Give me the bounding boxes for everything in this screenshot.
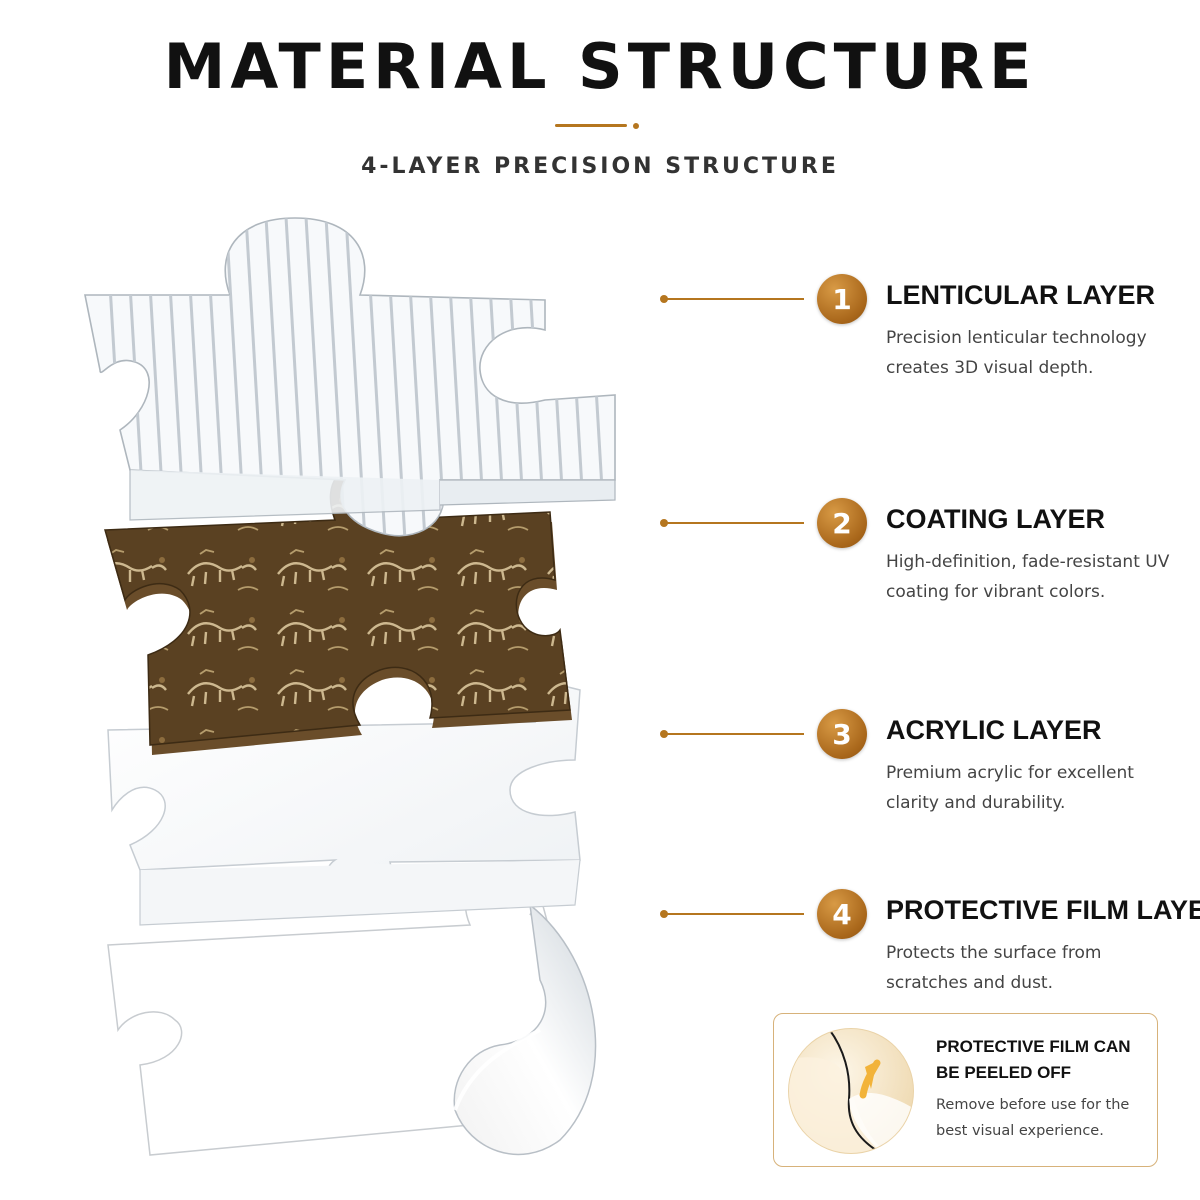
layer-number-badge: 3 [817,709,867,759]
connector-dot [660,519,668,527]
connector-line [666,522,804,524]
layer-number-badge: 2 [817,498,867,548]
layer-number-badge: 4 [817,889,867,939]
layer-description: Premium acrylic for excellent clarity an… [886,763,1134,813]
arrow-up-icon [859,1059,881,1099]
layer-item-protective-film: 4 PROTECTIVE FILM LAYER Protects the sur… [660,889,1200,1014]
page-subtitle: 4-LAYER PRECISION STRUCTURE [361,154,839,179]
layer-description: Precision lenticular technology creates … [886,328,1147,378]
peel-off-title: PROTECTIVE FILM CAN BE PEELED OFF [936,1037,1131,1082]
layer-description: Protects the surface from scratches and … [886,943,1102,993]
layer-item-coating: 2 COATING LAYER High-definition, fade-re… [660,498,1180,623]
layer-item-acrylic: 3 ACRYLIC LAYER Premium acrylic for exce… [660,709,1180,834]
connector-dot [660,730,668,738]
page-title: MATERIAL STRUCTURE [163,30,1037,103]
peel-off-description: Remove before use for the best visual ex… [936,1097,1130,1139]
layer-number-badge: 1 [817,274,867,324]
layer-item-lenticular: 1 LENTICULAR LAYER Precision lenticular … [660,274,1180,399]
layer-description: High-definition, fade-resistant UV coati… [886,552,1170,602]
layer-title: COATING LAYER [886,504,1106,534]
connector-dot [660,910,668,918]
layer-title: LENTICULAR LAYER [886,280,1156,310]
title-divider-dot [633,123,639,129]
connector-line [666,913,804,915]
connector-dot [660,295,668,303]
peel-off-note-card: PROTECTIVE FILM CAN BE PEELED OFF Remove… [773,1013,1158,1167]
layer-title: ACRYLIC LAYER [886,715,1102,745]
title-divider [555,124,627,127]
peel-illustration [788,1028,914,1154]
layer-title: PROTECTIVE FILM LAYER [886,895,1200,925]
lenticular-piece [84,217,616,537]
connector-line [666,733,804,735]
protective-film-piece [107,873,597,1156]
connector-line [666,298,804,300]
